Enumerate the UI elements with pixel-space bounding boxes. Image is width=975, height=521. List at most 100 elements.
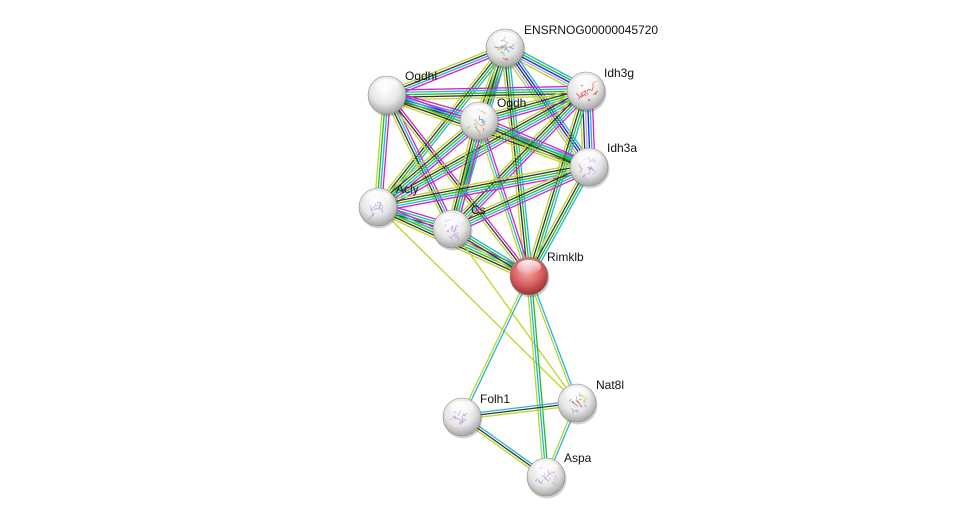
edge-evidence-experiments (453, 170, 592, 234)
node-label: ENSRNOG00000045720 (524, 23, 658, 37)
edge-evidence-experiments (380, 94, 589, 212)
edge-evidence-databases (528, 275, 547, 478)
edge-evidence-textmining (476, 124, 588, 173)
edge-evidence-textmining (377, 206, 578, 404)
edge-evidence-experiments (480, 120, 532, 276)
edge-evidence-textmining (449, 162, 588, 226)
edge-evidence-coexpression (450, 164, 589, 228)
edge-evidence-coexpression (386, 46, 505, 95)
edge-evidence-coexpression (377, 164, 589, 206)
edge-Cs-Nat8l[interactable] (451, 228, 578, 404)
edge-evidence-neighborhood (530, 275, 550, 477)
edge-evidence-databases (378, 92, 588, 210)
edge-evidence-coexpression (461, 402, 578, 418)
edge-evidence-textmining (460, 275, 529, 417)
node-Ogdh[interactable]: Ogdh (459, 96, 526, 143)
edge-evidence-databases (379, 122, 481, 210)
edge-evidence-coexpression (449, 88, 585, 228)
edge-evidence-databases (378, 168, 590, 210)
edge-Folh1-Nat8l[interactable] (461, 399, 578, 421)
node-label: Acly (396, 182, 419, 196)
edge-evidence-textmining (383, 96, 450, 231)
edge-Rimklb-Aspa[interactable] (525, 275, 550, 478)
node-Nat8l[interactable]: Nat8l (557, 378, 624, 425)
edge-Rimklb-Nat8l[interactable] (527, 275, 579, 404)
edge-evidence-experiments (389, 93, 456, 228)
edge-Ogdh-Idh3a[interactable] (476, 115, 592, 173)
edge-evidence-textmining (374, 116, 477, 204)
edge-evidence-neighborhood (505, 47, 531, 276)
edge-evidence-neighborhood (451, 90, 587, 230)
edge-evidence-textmining (376, 161, 589, 203)
edge-evidence-textmining (527, 276, 577, 404)
edge-evidence-databases (387, 94, 454, 229)
node-ENSRNOG00000045720[interactable]: ENSRNOG00000045720 (485, 23, 658, 70)
edge-evidence-neighborhood (478, 120, 590, 168)
edge-Ogdhl-Idh3g[interactable] (386, 85, 587, 101)
node-Rimklb[interactable]: Rimklb (509, 250, 584, 298)
node-label: Folh1 (480, 392, 510, 406)
edge-evidence-experiments (454, 93, 590, 233)
edge-evidence-coexpression (387, 92, 587, 99)
edge-Rimklb-Folh1[interactable] (460, 275, 531, 418)
edge-evidence-coexpression (376, 46, 505, 207)
edge-Acly-Nat8l[interactable] (377, 206, 578, 404)
edge-evidence-neighborhood (529, 167, 591, 277)
node-label: Cs (471, 203, 486, 217)
edge-evidence-experiments (388, 93, 532, 275)
node-Acly[interactable]: Acly (358, 182, 419, 229)
node-label: Ogdhl (405, 69, 437, 83)
edge-evidence-coexpression (527, 166, 589, 276)
edge-evidence-neighborhood (386, 90, 587, 96)
edge-evidence-neighborhood (451, 166, 590, 230)
edge-evidence-neighborhood (377, 120, 480, 208)
node-Idh3g[interactable]: Idh3g (566, 66, 634, 113)
edge-evidence-textmining (462, 404, 578, 421)
edge-evidence-coexpression (477, 122, 589, 170)
edge-evidence-neighborhood (377, 90, 587, 208)
edge-evidence-experiments (380, 124, 483, 212)
edge-evidence-experiments (378, 171, 591, 213)
node-label: Aspa (564, 451, 592, 465)
edge-evidence-databases (531, 168, 593, 279)
edge-evidence-databases (453, 92, 589, 232)
edge-Idh3a-Rimklb[interactable] (525, 164, 593, 279)
edge-evidence-experiments (480, 115, 592, 164)
node-label: Rimklb (547, 250, 584, 264)
edge-evidence-textmining (525, 276, 545, 478)
edge-evidence-databases (462, 276, 531, 418)
edge-evidence-coexpression (385, 95, 452, 230)
node-Ogdhl[interactable]: Ogdhl (367, 69, 437, 117)
edge-evidence-textmining (476, 121, 528, 277)
edge-Idh3a-Acly[interactable] (376, 161, 591, 213)
edge-evidence-coexpression (527, 90, 586, 276)
protein-structure-icon (466, 108, 487, 136)
edge-ENSRNOG00000045720-Ogdhl[interactable] (385, 44, 507, 99)
edge-Ogdhl-Cs[interactable] (383, 93, 456, 231)
edge-evidence-textmining (374, 45, 503, 206)
edge-evidence-textmining (525, 164, 587, 275)
edge-evidence-coexpression (376, 118, 478, 206)
node-Idh3a[interactable]: Idh3a (569, 141, 637, 189)
edge-evidence-textmining (448, 87, 584, 227)
edge-evidence-experiments (386, 85, 586, 91)
edge-Idh3g-Acly[interactable] (375, 86, 589, 212)
edge-evidence-databases (387, 48, 506, 97)
edge-evidence-databases (461, 399, 577, 416)
edge-Idh3a-Cs[interactable] (449, 162, 592, 234)
edge-Ogdh-Acly[interactable] (374, 116, 483, 212)
node-Aspa[interactable]: Aspa (526, 451, 592, 499)
edge-Idh3g-Cs[interactable] (448, 87, 590, 233)
edge-evidence-databases (452, 168, 591, 232)
node-Cs[interactable]: Cs (432, 203, 486, 251)
edge-evidence-databases (479, 118, 591, 166)
edge-Ogdh-Rimklb[interactable] (476, 120, 532, 277)
node-label: Idh3a (607, 141, 637, 155)
edge-evidence-textmining (385, 44, 504, 93)
edge-evidence-databases (478, 120, 530, 277)
edge-evidence-neighborhood (377, 166, 590, 208)
edge-evidence-experiments (388, 50, 507, 99)
node-Folh1[interactable]: Folh1 (442, 392, 510, 439)
